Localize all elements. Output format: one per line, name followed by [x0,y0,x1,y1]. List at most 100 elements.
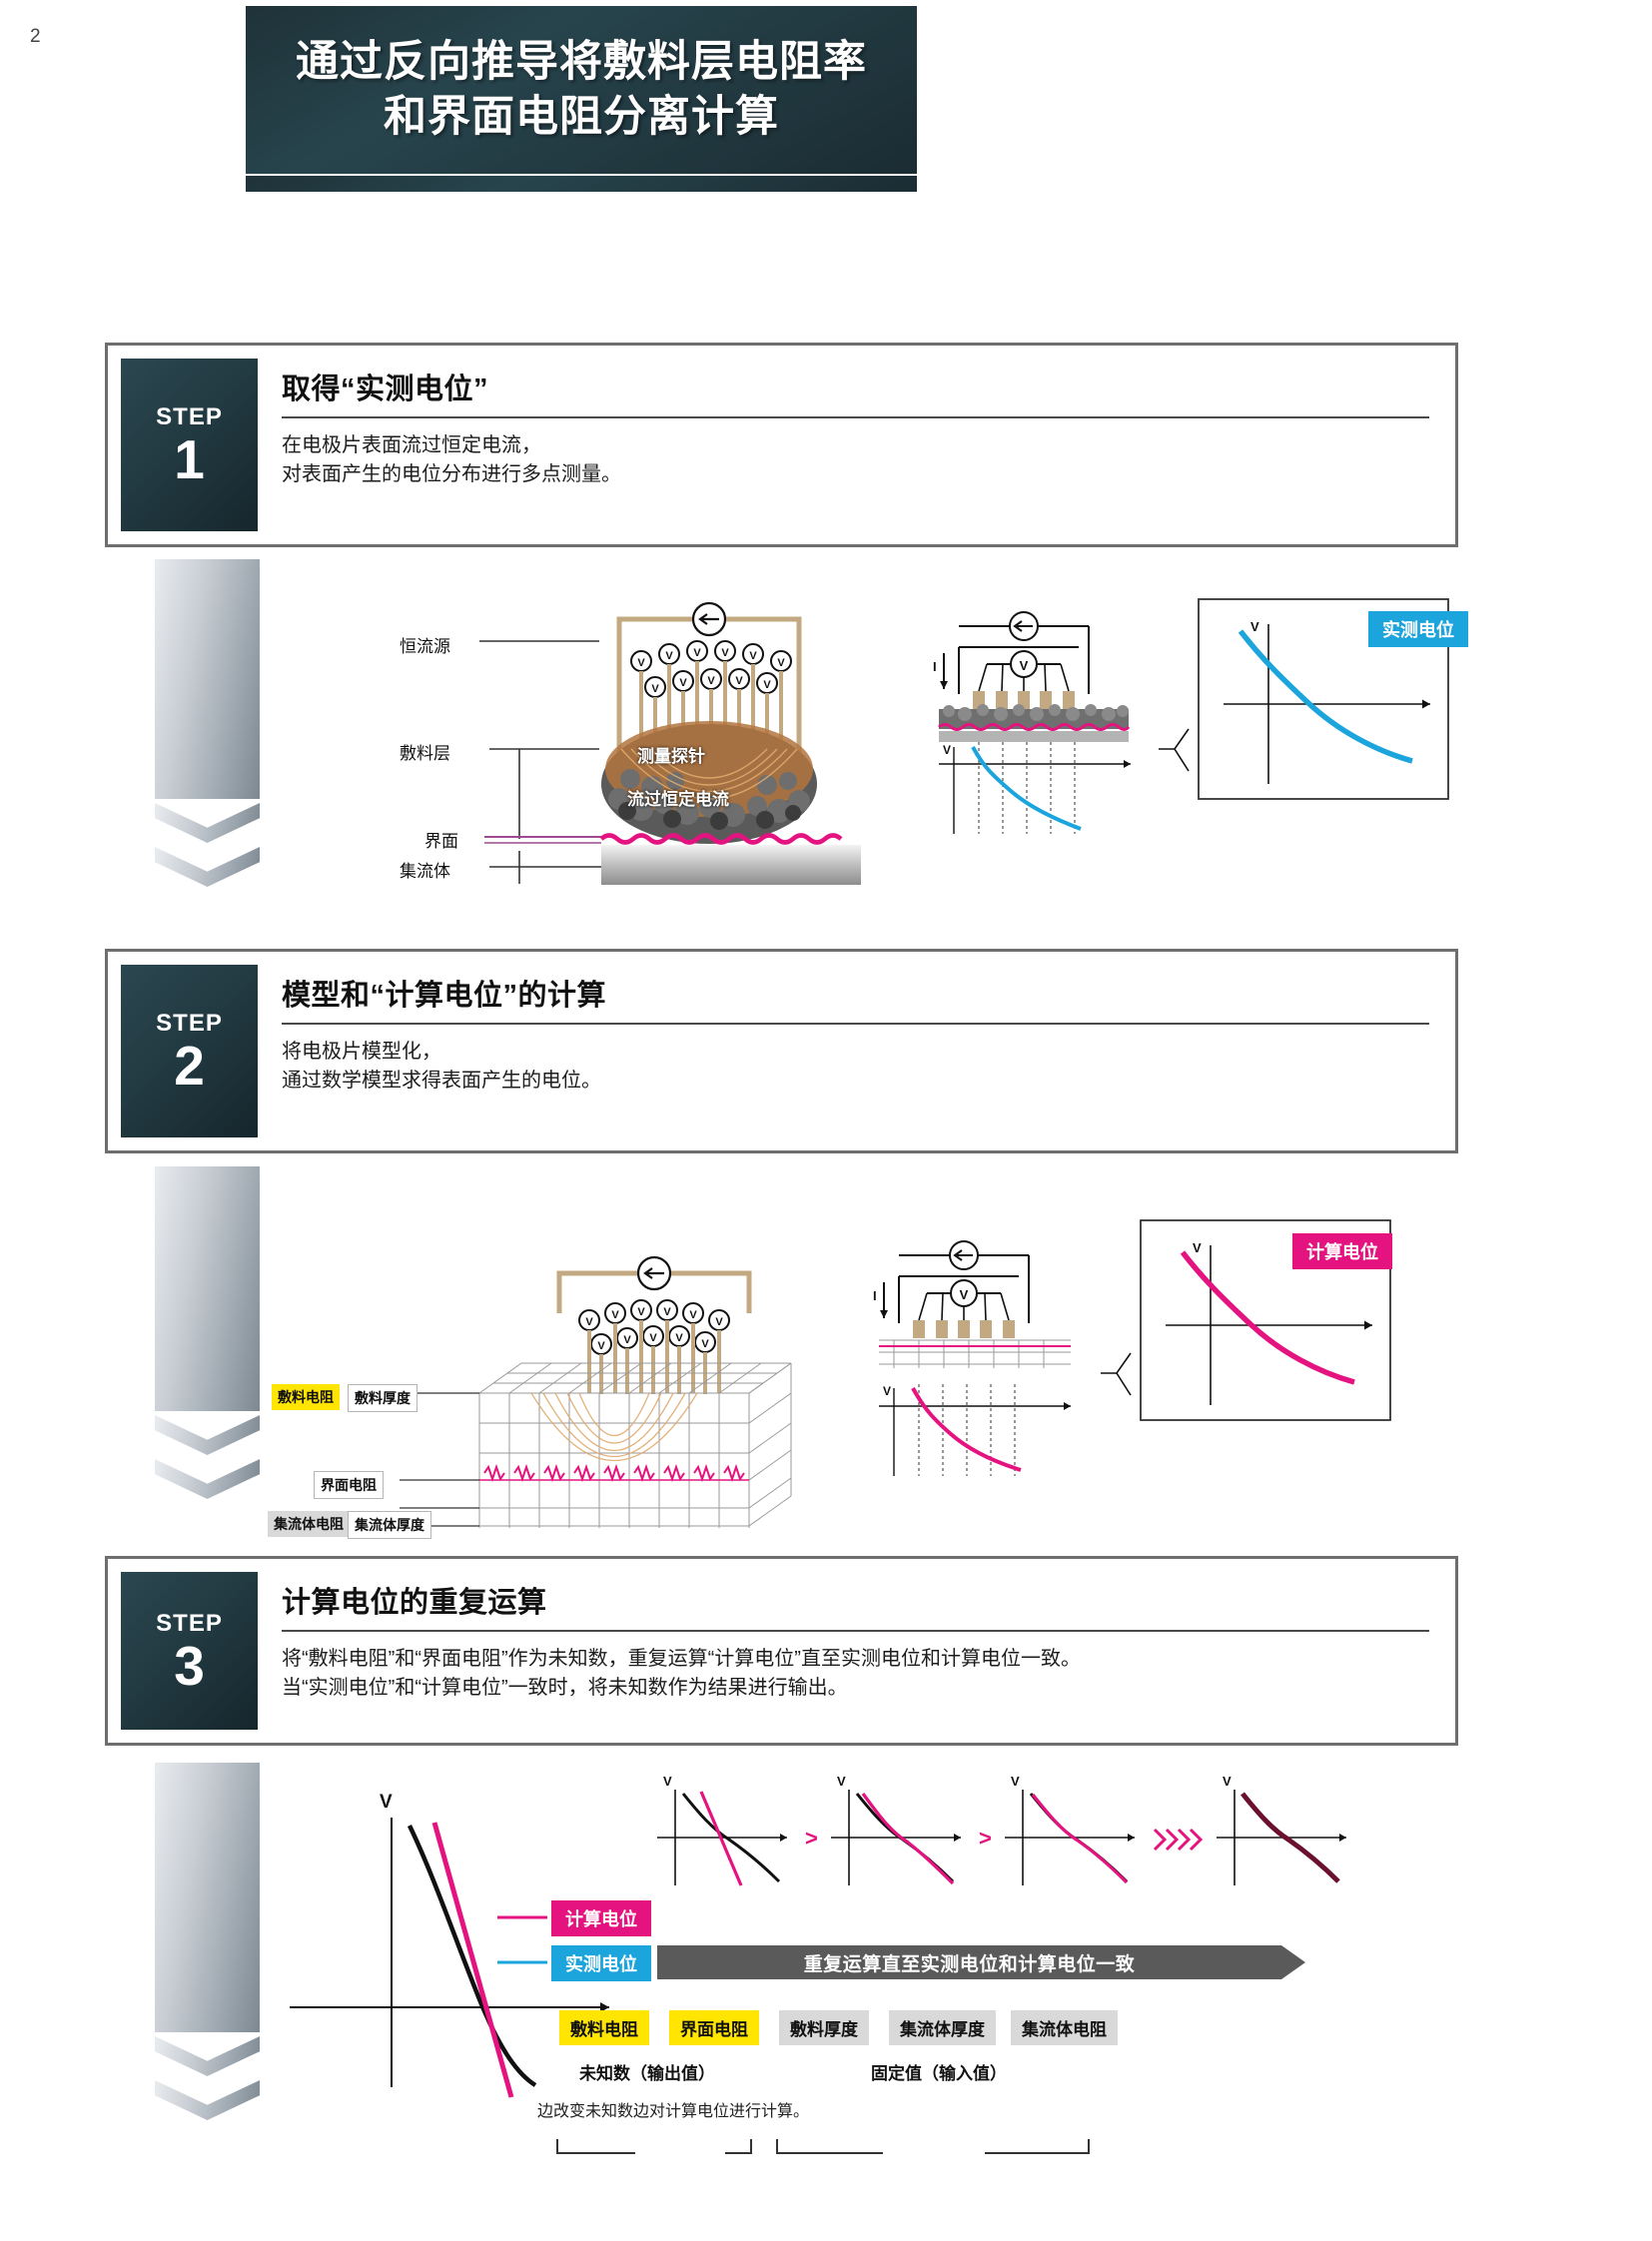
svg-text:V: V [651,683,659,695]
svg-text:>: > [805,1826,818,1851]
step-2-desc-line-2: 通过数学模型求得表面产生的电位。 [282,1070,601,1092]
step-1-box: STEP 1 取得“实测电位” 在电极片表面流过恒定电流， 对表面产生的电位分布… [105,343,1458,547]
svg-text:V: V [663,1306,671,1318]
step-1-illustration: 恒流源 敷料层 界面 集流体 V V V V V V V V [370,598,1468,899]
svg-text:V: V [735,675,743,687]
svg-text:V: V [585,1316,593,1328]
svg-text:V: V [665,650,673,662]
step-1-desc: 在电极片表面流过恒定电流， 对表面产生的电位分布进行多点测量。 [282,431,1429,489]
step-2-badge: STEP 2 [121,965,258,1137]
svg-text:V: V [943,743,951,757]
step-2-illustration: V V V V V V V V V V V [268,1208,1458,1539]
svg-text:V: V [883,1384,891,1398]
svg-text:I: I [873,1288,877,1303]
step-3-desc: 将“敷料电阻”和“界面电阻”作为未知数，重复运算“计算电位”直至实测电位和计算电… [282,1645,1429,1703]
step-1-label-coating-layer: 敷料层 [400,744,450,763]
svg-text:V: V [1250,619,1259,634]
svg-text:V: V [1193,1240,1202,1255]
svg-text:V: V [763,679,771,691]
step-3-box: STEP 3 计算电位的重复运算 将“敷料电阻”和“界面电阻”作为未知数，重复运… [105,1556,1458,1746]
title-banner: 通过反向推导将敷料层电阻率 和界面电阻分离计算 [246,6,917,174]
step-1-body: 取得“实测电位” 在电极片表面流过恒定电流， 对表面产生的电位分布进行多点测量。 [258,346,1455,544]
svg-text:>: > [979,1826,992,1851]
step-3-tag-interface-resistance: 界面电阻 [669,2010,759,2045]
step-3-tag-coating-thickness: 敷料厚度 [779,2010,869,2045]
step-2-badge-number: 2 [174,1035,205,1098]
step-3-group-label-unknown: 未知数（输出值） [579,2064,715,2083]
step-3-rule [282,1630,1429,1632]
step-2-tag-collector-thickness: 集流体厚度 [348,1511,431,1539]
step-1-desc-line-2: 对表面产生的电位分布进行多点测量。 [282,463,621,485]
step-2-rule [282,1023,1429,1025]
svg-text:V: V [675,1332,683,1344]
step-2-title: 模型和“计算电位”的计算 [282,980,607,1012]
svg-text:V: V [701,1338,709,1350]
svg-text:V: V [777,657,785,669]
step-1-label-interface: 界面 [424,832,458,851]
svg-text:V: V [679,677,687,689]
step-2-tag-coating-resistance: 敷料电阻 [272,1384,340,1410]
step-2-body: 模型和“计算电位”的计算 将电极片模型化， 通过数学模型求得表面产生的电位。 [258,952,1455,1150]
step-1-badge-word: STEP [156,403,223,431]
svg-text:V: V [623,1334,631,1346]
step-3-group-label-fixed: 固定值（输入值） [871,2064,1007,2083]
step-2-tag-interface-resistance: 界面电阻 [314,1471,384,1499]
page-number: 2 [30,26,41,47]
title-line-1: 通过反向推导将敷料层电阻率 [296,37,867,86]
step-3-desc-line-2: 当“实测电位”和“计算电位”一致时，将未知数作为结果进行输出。 [282,1677,848,1699]
step-1-badge: STEP 1 [121,359,258,531]
step-1-inline-label-probe: 测量探针 [637,747,705,766]
svg-text:V: V [721,647,729,659]
step-2-tag-collector-resistance: 集流体电阻 [268,1511,350,1537]
title-underbar [246,176,917,192]
step-3-tag-coating-resistance: 敷料电阻 [559,2010,649,2045]
svg-text:V: V [1011,1774,1020,1789]
svg-text:V: V [637,657,645,669]
step-3-legend-measured-potential: 实测电位 [551,1945,651,1981]
svg-text:V: V [693,647,701,659]
step-3-legend-calculated-potential: 计算电位 [551,1900,651,1936]
step-1-label-current-source: 恒流源 [400,637,450,656]
svg-text:V: V [637,1306,645,1318]
title-line-2: 和界面电阻分离计算 [384,93,779,141]
svg-text:V: V [597,1340,605,1352]
svg-text:V: V [380,1792,393,1813]
step-1-label-collector: 集流体 [400,862,450,881]
step-3-progress-bar: 重复运算直至实测电位和计算电位一致 [657,1945,1305,1979]
svg-text:V: V [1020,658,1029,673]
step-3-badge-word: STEP [156,1609,223,1637]
step-3-tag-collector-resistance: 集流体电阻 [1011,2010,1118,2045]
step-2-badge-calculated-potential: 计算电位 [1292,1233,1392,1269]
step-3-badge-number: 3 [174,1634,205,1697]
step-3-tag-collector-thickness: 集流体厚度 [889,2010,996,2045]
svg-text:V: V [611,1309,619,1321]
step-1-desc-line-1: 在电极片表面流过恒定电流， [282,434,541,456]
svg-text:V: V [960,1287,969,1302]
step-2-chevron-arrow [155,1166,260,1499]
step-2-desc: 将电极片模型化， 通过数学模型求得表面产生的电位。 [282,1038,1429,1096]
svg-text:I: I [933,659,937,674]
step-1-chevron-arrow [155,559,260,887]
step-1-title: 取得“实测电位” [282,374,489,405]
svg-text:V: V [837,1774,846,1789]
svg-text:V: V [1223,1774,1232,1789]
step-3-body: 计算电位的重复运算 将“敷料电阻”和“界面电阻”作为未知数，重复运算“计算电位”… [258,1559,1455,1743]
svg-text:V: V [689,1309,697,1321]
step-3-chevron-arrow [155,1763,260,2120]
step-1-inline-label-current: 流过恒定电流 [627,790,729,809]
step-2-tag-coating-thickness: 敷料厚度 [348,1384,417,1412]
step-2-badge-word: STEP [156,1010,223,1038]
step-1-badge-measured-potential: 实测电位 [1368,611,1468,647]
step-3-illustration: V V > V [280,1768,1458,2227]
step-3-desc-line-1: 将“敷料电阻”和“界面电阻”作为未知数，重复运算“计算电位”直至实测电位和计算电… [282,1648,1081,1670]
svg-text:V: V [715,1316,723,1328]
svg-text:V: V [663,1774,672,1789]
step-3-footnote: 边改变未知数边对计算电位进行计算。 [537,2103,810,2120]
svg-text:V: V [707,675,715,687]
step-1-rule [282,416,1429,418]
step-3-title: 计算电位的重复运算 [282,1587,547,1619]
svg-text:V: V [649,1332,657,1344]
step-2-box: STEP 2 模型和“计算电位”的计算 将电极片模型化， 通过数学模型求得表面产… [105,949,1458,1153]
step-1-badge-number: 1 [174,428,205,491]
step-2-desc-line-1: 将电极片模型化， [282,1041,441,1063]
